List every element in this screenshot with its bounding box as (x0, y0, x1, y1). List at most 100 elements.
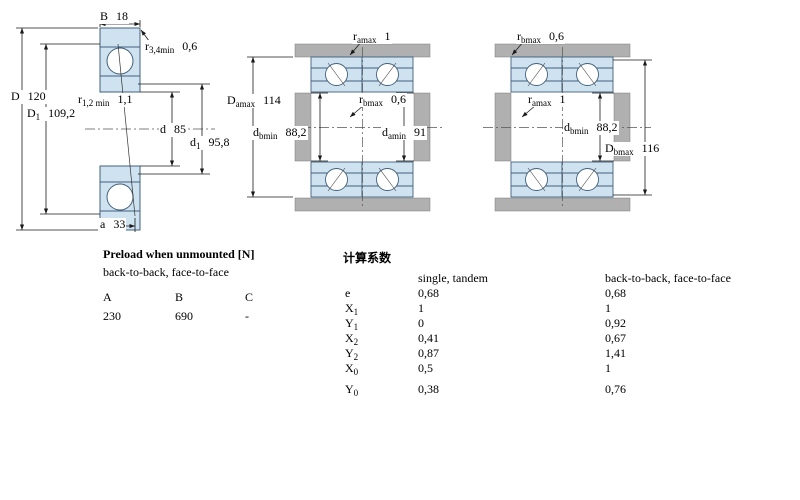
factor-value-paired: 0,67 (605, 331, 626, 345)
dim-subscript: bmax (363, 98, 383, 108)
diagram3-centerlines (483, 47, 651, 208)
dim-dbmin-2: dbmin 88,2 (252, 125, 308, 141)
preload-header-b: B (175, 290, 184, 304)
preload-value-b: 690 (175, 309, 193, 323)
dim-subscript: bmax (613, 147, 634, 157)
dim-value: 0,6 (549, 29, 564, 43)
factor-row: X1 1 1 (345, 301, 665, 317)
dim-value: 33 (113, 217, 126, 231)
factor-row: Y2 0,87 1,41 (345, 346, 665, 362)
dim-subscript: bmin (259, 131, 278, 141)
dim-symbol: r (359, 92, 363, 106)
factor-base: Y (345, 382, 354, 396)
factor-base: X (345, 361, 354, 375)
dim-value: 0,6 (391, 92, 406, 106)
factor-base: Y (345, 346, 354, 360)
dim-value: 1 (384, 29, 391, 43)
dim-symbol: B (100, 9, 109, 23)
dim-dbmin-3: dbmin 88,2 (563, 120, 619, 136)
factor-row: X2 0,41 0,67 (345, 331, 665, 347)
dim-value: 0,6 (182, 39, 198, 53)
dim-value: 95,8 (208, 135, 230, 149)
dim-subscript: bmax (521, 35, 541, 45)
factor-value-single: 0,87 (418, 346, 439, 360)
preload-subtitle: back-to-back, face-to-face (103, 265, 229, 279)
factor-sub: 0 (353, 388, 359, 398)
dim-subscript: 1 (35, 112, 41, 122)
dim-symbol: r (528, 92, 532, 106)
factor-symbol: Y2 (345, 346, 359, 362)
dim-symbol: d (253, 125, 259, 139)
factors-table: 计算系数 single, tandem back-to-back, face-t… (343, 249, 783, 409)
factor-value-single: 1 (418, 301, 424, 315)
diagram3-bearings (510, 56, 614, 198)
factors-title: 计算系数 (343, 251, 392, 265)
factor-base: X (345, 301, 354, 315)
factor-row: Y0 0,38 0,76 (345, 382, 665, 398)
factor-base: Y (345, 316, 354, 330)
preload-header-a: A (103, 290, 112, 304)
factor-value-paired: 0,92 (605, 316, 626, 330)
dim-subscript: amax (235, 99, 256, 109)
dim-value: 1,1 (117, 92, 133, 106)
dim-value: 116 (641, 141, 660, 155)
diagram2-bearings (310, 56, 414, 198)
dim-symbol: r (78, 92, 82, 106)
diagram3-dimension-lines (511, 40, 652, 196)
factor-value-single: 0,68 (418, 286, 439, 300)
dim-subscript: 3,4min (149, 45, 175, 55)
dim-Dbmax: Dbmax 116 (604, 141, 661, 157)
dim-subscript: bmin (570, 126, 589, 136)
factor-base: X (345, 331, 354, 345)
dim-symbol: r (517, 29, 521, 43)
dim-a: a 33 (99, 217, 127, 232)
factor-value-paired: 0,68 (605, 286, 626, 300)
factor-value-paired: 1 (605, 301, 611, 315)
factor-symbol: e (345, 286, 350, 301)
factor-row: e 0,68 0,68 (345, 286, 665, 300)
dim-value: 18 (116, 9, 129, 23)
preload-value-c: - (245, 309, 249, 323)
factor-sub: 1 (353, 322, 359, 332)
dim-symbol: d (564, 120, 570, 134)
dim-value: 109,2 (48, 106, 76, 120)
dim-ramax-2: ramax 1 (352, 29, 392, 45)
factor-symbol: Y0 (345, 382, 359, 398)
factor-sub: 2 (353, 337, 359, 347)
factor-row: X0 0,5 1 (345, 361, 665, 377)
factor-symbol: X0 (345, 361, 358, 377)
dim-symbol: d (382, 125, 388, 139)
dim-symbol: d (160, 122, 166, 136)
factor-value-paired: 1,41 (605, 346, 626, 360)
dim-subscript: amax (532, 98, 552, 108)
preload-title: Preload when unmounted [N] (103, 247, 255, 261)
dim-value: 88,2 (285, 125, 307, 139)
factor-symbol: X2 (345, 331, 359, 347)
dim-value: 88,2 (596, 120, 618, 134)
preload-header-c: C (245, 290, 254, 304)
dim-symbol: D (11, 89, 20, 103)
dim-B: B 18 (99, 9, 130, 24)
factor-value-single: 0,41 (418, 331, 439, 345)
dim-value: 85 (174, 122, 186, 136)
dim-value: 120 (27, 89, 46, 103)
dim-symbol: a (100, 217, 106, 231)
dim-subscript: amax (357, 35, 377, 45)
factors-col2-header: back-to-back, face-to-face (605, 271, 731, 285)
dim-rbmax-2: rbmax 0,6 (358, 92, 407, 108)
factor-value-single: 0,38 (418, 382, 439, 396)
dim-symbol: r (353, 29, 357, 43)
diagram1-centerlines (85, 43, 215, 217)
factor-sub: 2 (353, 352, 359, 362)
factor-symbol: X1 (345, 301, 358, 317)
dim-value: 91 (414, 125, 426, 139)
factor-value-paired: 1 (605, 361, 611, 375)
dim-symbol: D (227, 93, 236, 107)
dim-symbol: D (605, 141, 614, 155)
